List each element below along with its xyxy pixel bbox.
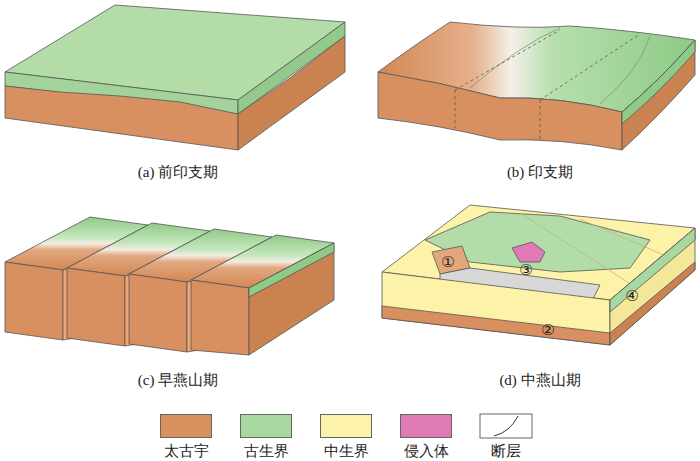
legend-text: 侵入体	[404, 442, 449, 461]
callout-number: ②	[541, 321, 554, 339]
block-b	[378, 22, 695, 150]
legend-swatch	[240, 414, 292, 438]
legend-swatch	[400, 414, 452, 438]
stage-caption: (a) 前印支期	[138, 163, 218, 182]
fault-sample	[480, 414, 532, 438]
legend-swatch	[320, 414, 372, 438]
callout-number: ④	[625, 287, 638, 305]
callout-number: ③	[519, 261, 532, 279]
stage-caption: (b) 印支期	[507, 163, 573, 182]
stage-caption: (d) 中燕山期	[499, 371, 580, 390]
block-c	[5, 217, 334, 355]
legend-text: 太古宇	[164, 442, 209, 461]
stage-caption: (c) 早燕山期	[138, 371, 218, 390]
legend-text: 断层	[491, 442, 521, 461]
callout-number: ①	[441, 253, 454, 271]
legend-swatch	[160, 414, 212, 438]
legend-text: 古生界	[244, 442, 289, 461]
legend-text: 中生界	[324, 442, 369, 461]
block-d	[382, 205, 695, 345]
block-a	[5, 5, 345, 150]
